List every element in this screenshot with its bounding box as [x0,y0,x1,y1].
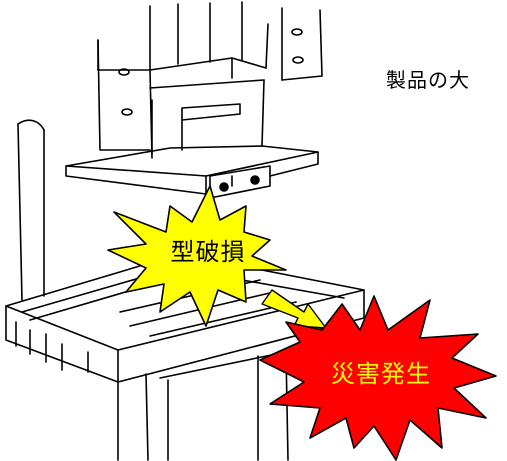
starburst-die-damage [107,185,287,327]
arrow-down-right-icon [261,289,327,329]
label-accident: 災害発生 [331,360,431,388]
label-die-damage: 型破損 [170,238,246,266]
ram-block [149,57,267,159]
caption-product-text: 製品の大 [386,68,470,92]
starburst-accident [259,295,497,461]
left-pillar [17,119,45,301]
upper-die-plate [65,145,319,199]
upper-frame [97,1,323,151]
